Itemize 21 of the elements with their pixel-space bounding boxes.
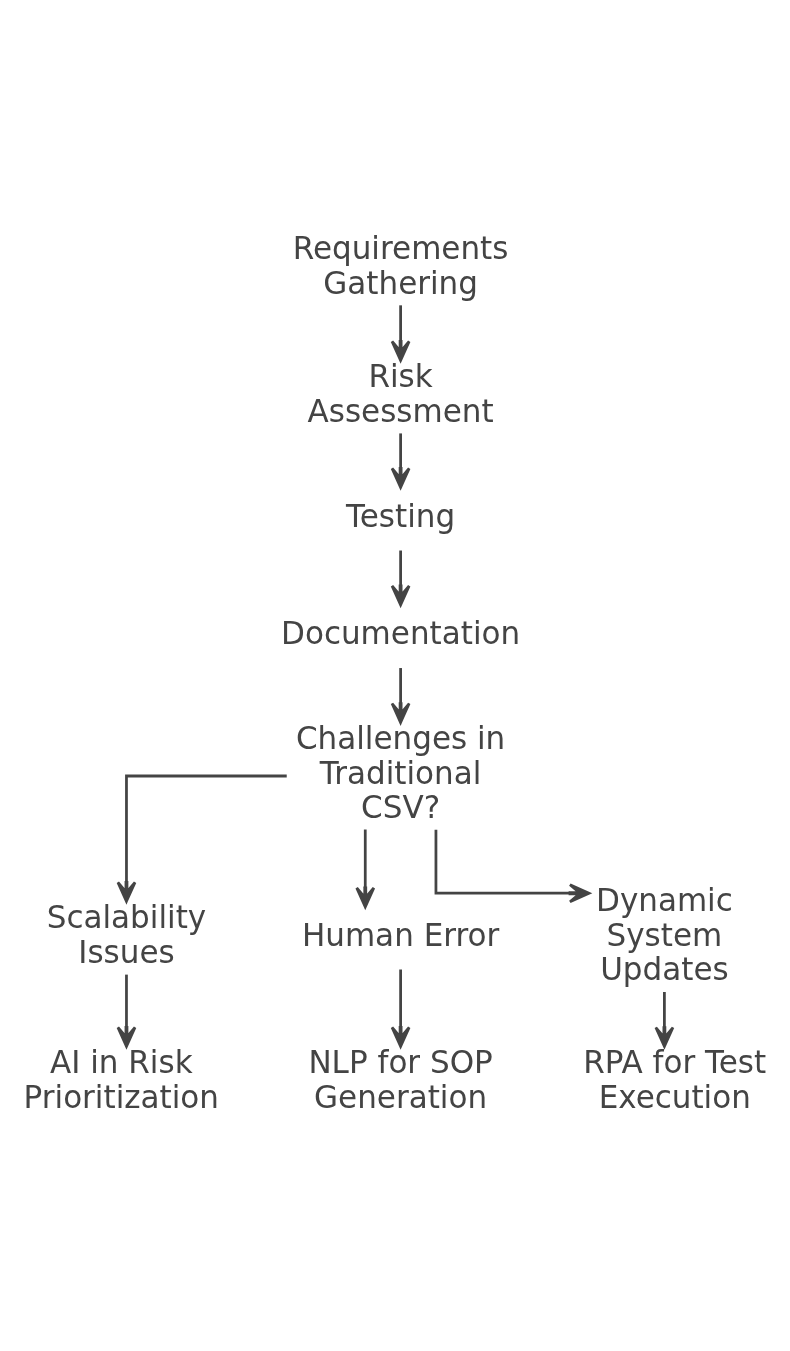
node-text: Human Error bbox=[301, 916, 500, 953]
node-text: AI in Risk Prioritization bbox=[23, 1043, 219, 1115]
node-text: NLP for SOP Generation bbox=[308, 1043, 493, 1115]
node-text: Documentation bbox=[281, 614, 521, 651]
arrow bbox=[116, 774, 287, 903]
arrow bbox=[434, 829, 591, 903]
arrow bbox=[116, 974, 137, 1048]
node-text: Requirements Gathering bbox=[292, 229, 509, 301]
node-text: Scalability Issues bbox=[46, 898, 207, 970]
arrow bbox=[390, 304, 411, 362]
node-text: Risk Assessment bbox=[307, 357, 494, 429]
arrow bbox=[390, 550, 411, 606]
node-text: Testing bbox=[346, 497, 456, 534]
arrow bbox=[390, 432, 411, 489]
arrow bbox=[654, 991, 675, 1048]
arrow bbox=[355, 829, 376, 908]
node-text: Dynamic System Updates bbox=[596, 881, 733, 987]
node-text: RPA for Test Execution bbox=[583, 1043, 767, 1115]
node-text: Challenges in Traditional CSV? bbox=[295, 719, 506, 825]
arrow bbox=[390, 667, 411, 724]
arrow bbox=[390, 969, 411, 1048]
